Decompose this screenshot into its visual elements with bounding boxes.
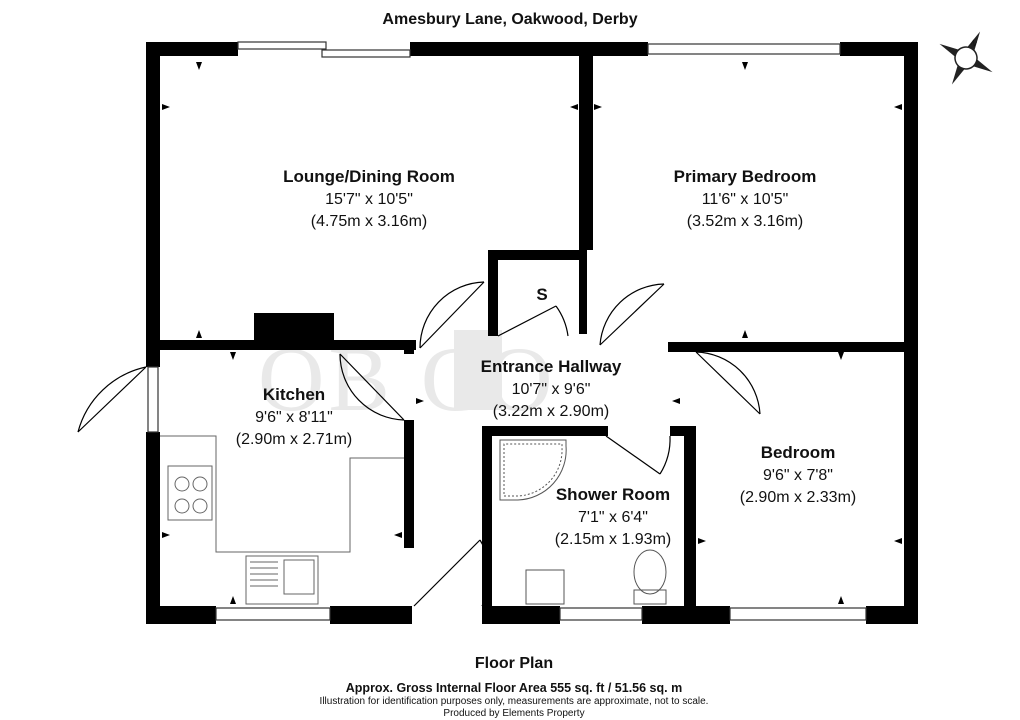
room-size-metric: (2.90m x 2.33m) (740, 489, 856, 506)
room-label-hallway: Entrance Hallway 10'7" x 9'6" (3.22m x 2… (481, 357, 622, 420)
room-size-metric: (3.22m x 2.90m) (493, 403, 609, 420)
room-name: Entrance Hallway (481, 357, 622, 376)
walls (146, 42, 918, 624)
room-label-lounge: Lounge/Dining Room 15'7" x 10'5" (4.75m … (283, 167, 455, 230)
room-size-imperial: 10'7" x 9'6" (512, 381, 591, 398)
room-name: Bedroom (761, 443, 836, 462)
shower-fittings (499, 439, 667, 605)
room-name: Lounge/Dining Room (283, 167, 455, 186)
address-title: Amesbury Lane, Oakwood, Derby (382, 11, 637, 28)
room-label-shower: Shower Room 7'1" x 6'4" (2.15m x 1.93m) (555, 485, 671, 548)
kitchen-fittings (160, 435, 404, 605)
room-size-metric: (2.15m x 1.93m) (555, 531, 671, 548)
floor-plan-title: Floor Plan (475, 655, 553, 672)
credit: Produced by Elements Property (443, 708, 584, 719)
room-size-imperial: 9'6" x 8'11" (255, 409, 333, 426)
room-name: Kitchen (263, 385, 325, 404)
room-label-bedroom: Bedroom 9'6" x 7'8" (2.90m x 2.33m) (740, 443, 856, 506)
room-name: Shower Room (556, 485, 670, 504)
dimension-markers (162, 62, 902, 604)
compass-icon: N (939, 31, 993, 85)
room-label-primary-bedroom: Primary Bedroom 11'6" x 10'5" (3.52m x 3… (674, 167, 817, 230)
room-size-metric: (4.75m x 3.16m) (311, 213, 427, 230)
room-size-imperial: 9'6" x 7'8" (763, 467, 833, 484)
windows (147, 41, 867, 621)
disclaimer: Illustration for identification purposes… (320, 696, 709, 707)
compass-n: N (969, 38, 979, 49)
room-size-metric: (3.52m x 3.16m) (687, 213, 803, 230)
doors (77, 281, 761, 607)
room-size-metric: (2.90m x 2.71m) (236, 431, 352, 448)
room-size-imperial: 7'1" x 6'4" (578, 509, 648, 526)
room-name: Primary Bedroom (674, 167, 817, 186)
room-label-kitchen: Kitchen 9'6" x 8'11" (2.90m x 2.71m) (236, 385, 352, 448)
watermark-block (454, 330, 502, 410)
floor-area: Approx. Gross Internal Floor Area 555 sq… (346, 681, 682, 695)
room-size-imperial: 15'7" x 10'5" (325, 191, 413, 208)
cupboard-label: S (536, 285, 547, 304)
room-size-imperial: 11'6" x 10'5" (702, 191, 789, 208)
